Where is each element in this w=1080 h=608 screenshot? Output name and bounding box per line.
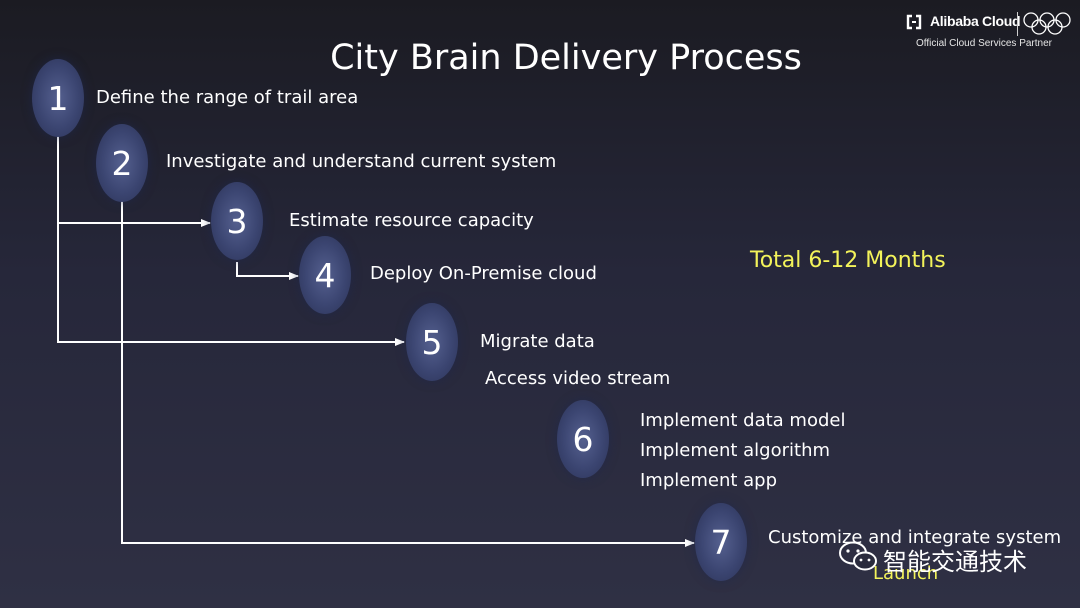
step-2-label: Investigate and understand current syste…	[166, 151, 557, 172]
connector-3-to-4	[236, 262, 299, 280]
step-5-label-1: Migrate data	[480, 331, 595, 352]
wechat-icon	[839, 541, 877, 571]
step-6-label-3: Implement app	[640, 470, 778, 491]
step-3-label: Estimate resource capacity	[289, 210, 534, 231]
total-duration: Total 6-12 Months	[750, 248, 946, 273]
step-5-node: 5	[406, 303, 458, 381]
step-7-label-1: Customize and integrate system	[768, 527, 1062, 548]
step-5-label-2: Access video stream	[485, 368, 671, 389]
step-6-label-1: Implement data model	[640, 410, 846, 431]
logo-partner-text: Official Cloud Services Partner	[916, 38, 1052, 49]
step-3-node: 3	[211, 182, 263, 260]
step-6-label-2: Implement algorithm	[640, 440, 831, 461]
alibaba-cloud-bracket-icon	[906, 14, 922, 30]
step-1-label: Define the range of trail area	[96, 87, 359, 108]
alibaba-cloud-logo: Alibaba Cloud Official Cloud Services Pa…	[904, 8, 1074, 52]
step-1-node: 1	[32, 59, 84, 137]
step-7-node: 7	[695, 503, 747, 581]
step-4-label: Deploy On-Premise cloud	[370, 263, 597, 284]
olympic-rings-icon	[1023, 12, 1071, 35]
watermark-text: 智能交通技术	[883, 548, 1027, 576]
connector-1-to-5	[57, 223, 405, 346]
step-7-label-2: Launch	[873, 563, 939, 584]
page-title: City Brain Delivery Process	[330, 38, 802, 78]
logo-divider	[1017, 12, 1018, 36]
step-4-node: 4	[299, 236, 351, 314]
step-6-node: 6	[557, 400, 609, 478]
logo-brand: Alibaba Cloud	[930, 13, 1021, 29]
connector-2-to-7	[121, 190, 695, 547]
step-2-node: 2	[96, 124, 148, 202]
